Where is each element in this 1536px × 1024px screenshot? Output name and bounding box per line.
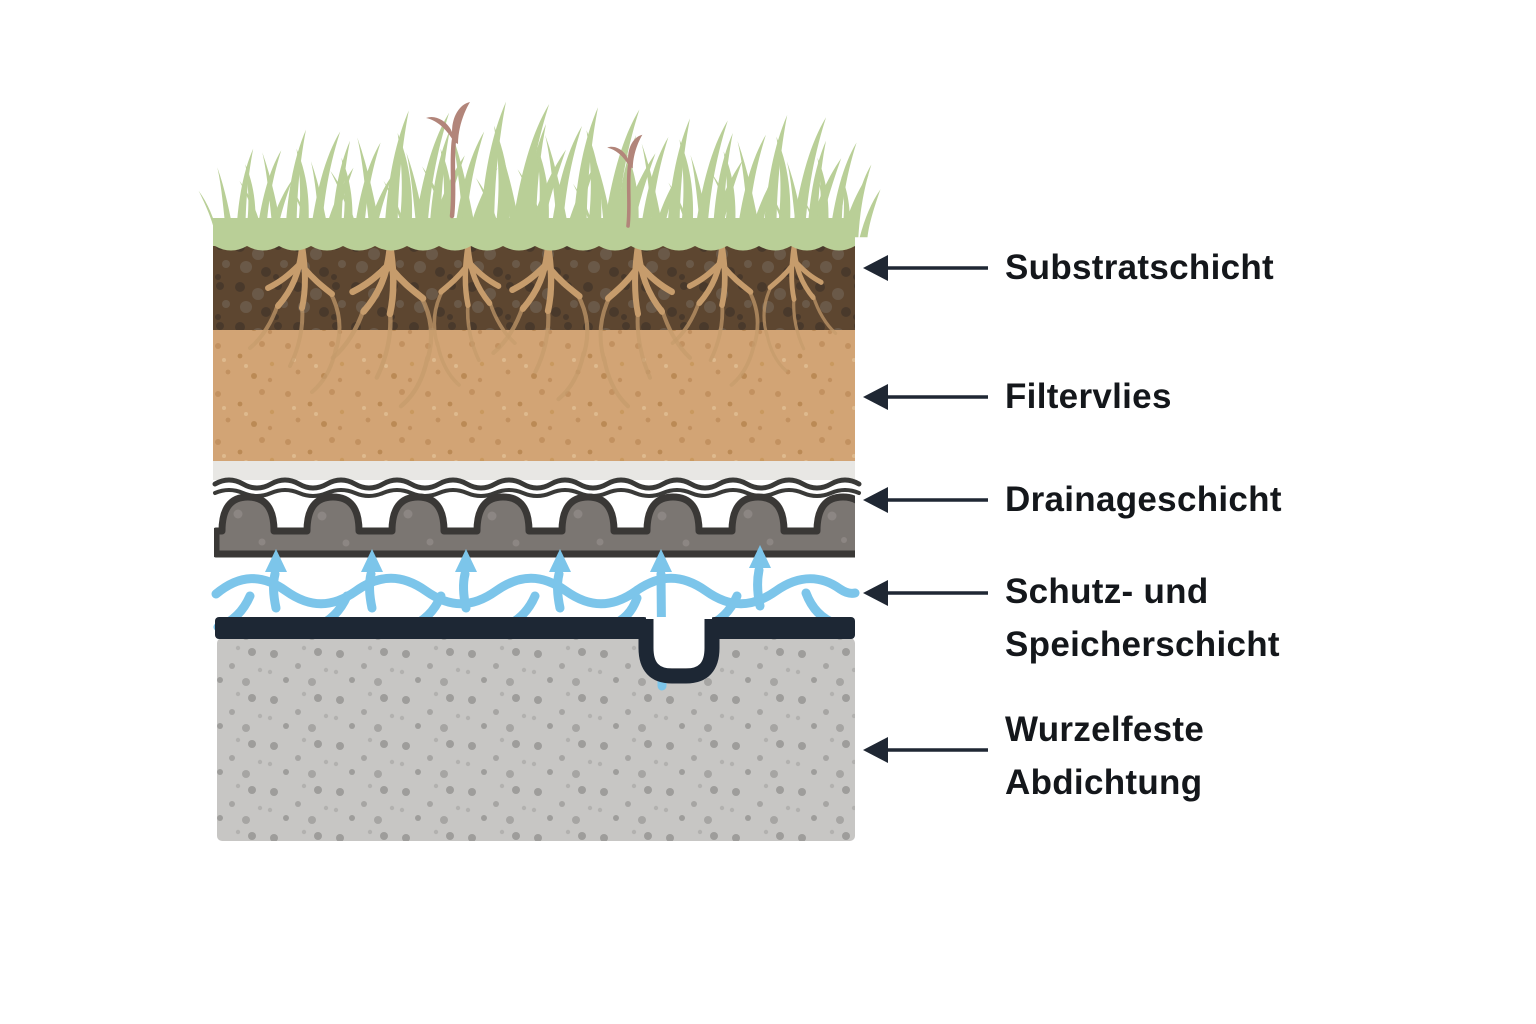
label-arrow-icon	[863, 737, 988, 763]
label-text: Schutz- und	[1005, 572, 1209, 611]
label-text: Abdichtung	[1005, 763, 1203, 802]
gully-dip	[638, 619, 720, 684]
label-arrow-icon	[863, 487, 988, 513]
grass-tufts	[198, 101, 881, 239]
drainage-dots	[233, 509, 847, 547]
label-filtervlies: Filtervlies	[1005, 370, 1172, 423]
drainage-profile	[214, 493, 855, 558]
liner-wavy-lines	[212, 477, 862, 498]
label-wurzelfeste-abdichtung: Wurzelfeste Abdichtung	[1005, 703, 1204, 809]
water-arrowheads	[265, 545, 771, 572]
label-text: Substratschicht	[1005, 248, 1274, 287]
grass-base-band	[213, 218, 855, 251]
water-wave	[211, 573, 860, 609]
filter-fleece-layer	[213, 330, 855, 462]
label-text: Speicherschicht	[1005, 625, 1280, 664]
label-drainageschicht: Drainageschicht	[1005, 473, 1282, 526]
label-schutz-und-speicherschicht: Schutz- und Speicherschicht	[1005, 565, 1280, 671]
water-flow-arrows	[211, 545, 860, 691]
label-text: Filtervlies	[1005, 377, 1172, 416]
label-substratschicht: Substratschicht	[1005, 241, 1274, 294]
label-text: Drainageschicht	[1005, 480, 1282, 519]
label-arrow-icon	[863, 255, 988, 281]
label-arrow-icon	[863, 384, 988, 410]
label-arrow-icon	[863, 580, 988, 606]
gully-dip-cavity	[646, 617, 712, 668]
drainage-layer	[214, 493, 855, 558]
concrete-deck	[217, 638, 855, 841]
grass-layer	[198, 101, 881, 251]
separator-fleece-strip	[213, 461, 855, 480]
label-text: Wurzelfeste	[1005, 710, 1205, 749]
root-barrier-membrane	[215, 617, 855, 684]
